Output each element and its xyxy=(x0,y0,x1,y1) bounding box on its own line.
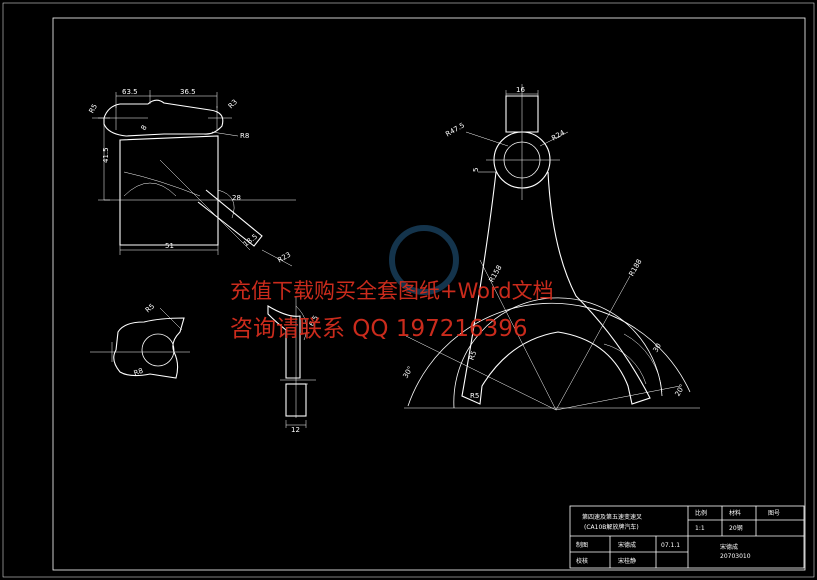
dim-angle: 28 xyxy=(232,194,241,202)
checker-label: 校核 xyxy=(576,557,588,565)
checker-name: 宋桂静 xyxy=(618,557,636,565)
draw-date: 07.1.1 xyxy=(661,542,680,549)
watermark-line1: 充值下载购买全套图纸+Word文档 xyxy=(230,279,554,303)
dim-top-right-width: 36.5 xyxy=(180,88,196,96)
watermark: 充值下载购买全套图纸+Word文档 咨询请联系 QQ 197216396 xyxy=(230,225,554,342)
dim-slant-len: 18.5 xyxy=(242,232,259,248)
dim-vertical-height: 41.5 xyxy=(102,147,110,163)
dim-small: 8 xyxy=(140,124,149,132)
inner-frame xyxy=(52,17,806,571)
dim-fork-angle-top: 30 xyxy=(652,342,663,354)
dim-fork-r-left: R47.5 xyxy=(444,121,466,138)
dim-stem-width: 12 xyxy=(291,426,300,434)
material-value: 20钢 xyxy=(729,524,743,532)
student-no: 20703010 xyxy=(720,553,751,560)
dim-fork-r-small2: R5 xyxy=(470,392,479,400)
view-fork-main: 16 R47.5 R24 5 R158 R188 30° 30 20° R5 R… xyxy=(402,84,700,411)
ratio-value: 1:1 xyxy=(695,525,705,532)
dim-left-r2: R8 xyxy=(240,132,249,140)
school-name: 宋德成 xyxy=(720,543,738,551)
dim-fork-top-width: 16 xyxy=(516,86,525,94)
drafter-label: 制图 xyxy=(576,541,588,549)
dim-detail-r-top: R5 xyxy=(144,302,156,314)
dim-r-arc: R23 xyxy=(276,251,292,265)
dim-fork-small: 5 xyxy=(472,168,480,172)
dim-fork-r-right: R24 xyxy=(550,128,566,142)
dim-fork-angle-right: 20° xyxy=(674,383,687,398)
part-name-line2: (CA10B解放牌汽车) xyxy=(584,523,639,531)
view-detail-left: R5 R8 xyxy=(90,302,190,379)
watermark-line2: 咨询请联系 QQ 197216396 xyxy=(230,316,528,342)
dim-fork-r-large: R188 xyxy=(628,258,644,278)
part-name-line1: 第四速及第五速变速叉 xyxy=(582,513,642,521)
dim-fork-angle-left: 30° xyxy=(402,365,415,380)
material-label: 材料 xyxy=(729,509,741,517)
dim-left-r: R5 xyxy=(88,103,100,115)
watermark-logo-icon xyxy=(389,225,459,295)
drawing-no-label: 图号 xyxy=(768,510,780,517)
drafter-name: 宋德成 xyxy=(618,541,636,549)
dim-fork-r-small: R5 xyxy=(468,350,479,362)
title-block: 第四速及第五速变速叉 (CA10B解放牌汽车) 比例 1:1 材料 20钢 图号… xyxy=(569,505,805,569)
dim-bottom-width: 51 xyxy=(165,242,174,250)
dim-top-left-width: 63.5 xyxy=(122,88,138,96)
view-top-left: 63.5 36.5 R5 R3 8 R8 41.5 28 18.5 51 R23 xyxy=(88,88,296,267)
dim-right-r: R3 xyxy=(227,98,239,110)
dim-detail-r-bottom: R8 xyxy=(133,367,145,378)
ratio-label: 比例 xyxy=(695,509,707,517)
